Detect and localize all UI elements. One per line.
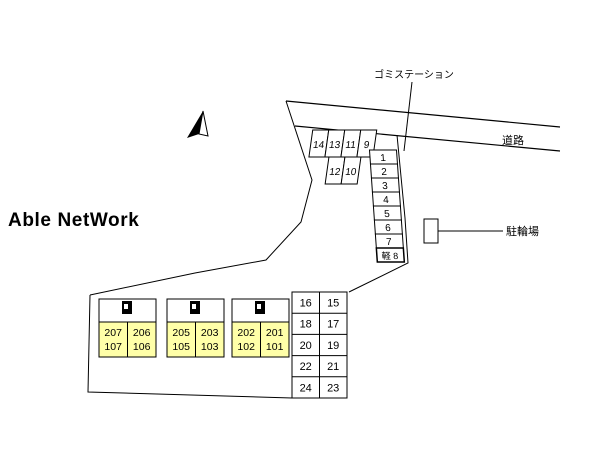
unit-number: 201 [266, 327, 284, 339]
parking-space-number: 11 [345, 140, 357, 151]
unit-cell [260, 321, 290, 358]
kei-parking-space-cell [375, 247, 406, 263]
unit-number: 107 [104, 341, 122, 353]
parking-space-number: 24 [300, 382, 312, 394]
parking-column: 1 2 3 4 5 6 7 軽 8 [368, 149, 406, 263]
parking-space-number: 14 [312, 140, 325, 151]
parking-space-number: 19 [327, 340, 339, 352]
parking-space-number: 5 [384, 209, 391, 220]
entrance-icon-detail [257, 304, 261, 309]
boundary-northwest [89, 100, 313, 296]
unit-number: 207 [104, 327, 122, 339]
parking-space-number: 3 [382, 181, 389, 192]
north-arrow-icon [187, 110, 209, 138]
kei-parking-space-number: 軽 8 [381, 251, 398, 261]
boundary-southwest [87, 294, 293, 399]
parking-space-number: 22 [300, 361, 312, 373]
unit-cell [127, 321, 157, 358]
parking-space-number: 7 [386, 237, 393, 248]
parking-space-number: 13 [328, 140, 341, 151]
entrance-icon-detail [124, 304, 128, 309]
unit-number: 202 [237, 327, 255, 339]
parking-space-number: 17 [327, 319, 339, 331]
parking-space-number: 21 [327, 361, 339, 373]
road-label: 道路 [502, 133, 524, 147]
building-block: 207 107 206 106 [98, 298, 157, 358]
parking-space-number: 20 [300, 340, 312, 352]
unit-number: 205 [172, 327, 190, 339]
parking-space-number: 18 [300, 319, 312, 331]
garbage-station-label: ゴミステーション [374, 68, 454, 81]
company-logo-text: Able NetWork [8, 210, 139, 231]
entrance-icon-detail [192, 304, 196, 309]
parking-space-number: 6 [385, 223, 392, 234]
unit-number: 206 [133, 327, 151, 339]
unit-cell [98, 321, 128, 358]
parking-space-number: 1 [380, 153, 387, 164]
unit-cell [231, 321, 261, 358]
unit-number: 106 [133, 341, 151, 353]
unit-number: 203 [201, 327, 219, 339]
parking-space-number: 16 [300, 298, 312, 310]
parking-space-number: 4 [383, 195, 390, 206]
parking-space-number: 12 [328, 167, 341, 178]
bicycle-parking-label: 駐輪場 [506, 224, 539, 238]
building-block: 205 105 203 103 [166, 298, 225, 358]
unit-cell [195, 321, 225, 358]
parking-space-number: 15 [327, 298, 339, 310]
parking-space-cell [340, 156, 362, 185]
unit-number: 105 [172, 341, 190, 353]
unit-cell [166, 321, 196, 358]
parking-space-number: 10 [344, 167, 357, 178]
road-edge-top [285, 100, 561, 128]
building-block: 202 102 201 101 [231, 298, 290, 358]
parking-space-number: 2 [381, 167, 388, 178]
unit-number: 102 [237, 341, 255, 353]
parking-grid-right: 16 15 18 17 20 19 22 21 24 23 [291, 291, 348, 399]
parking-cluster-top: 14 13 11 9 12 10 [308, 129, 378, 185]
unit-number: 103 [201, 341, 219, 353]
north-arrow-light-half [198, 110, 209, 137]
bicycle-parking-area [423, 218, 439, 244]
garbage-station-leader-line [403, 81, 413, 152]
unit-number: 101 [266, 341, 284, 353]
boundary-east [348, 134, 409, 293]
parking-space-number: 23 [327, 382, 339, 394]
parking-space-number: 9 [363, 140, 371, 151]
